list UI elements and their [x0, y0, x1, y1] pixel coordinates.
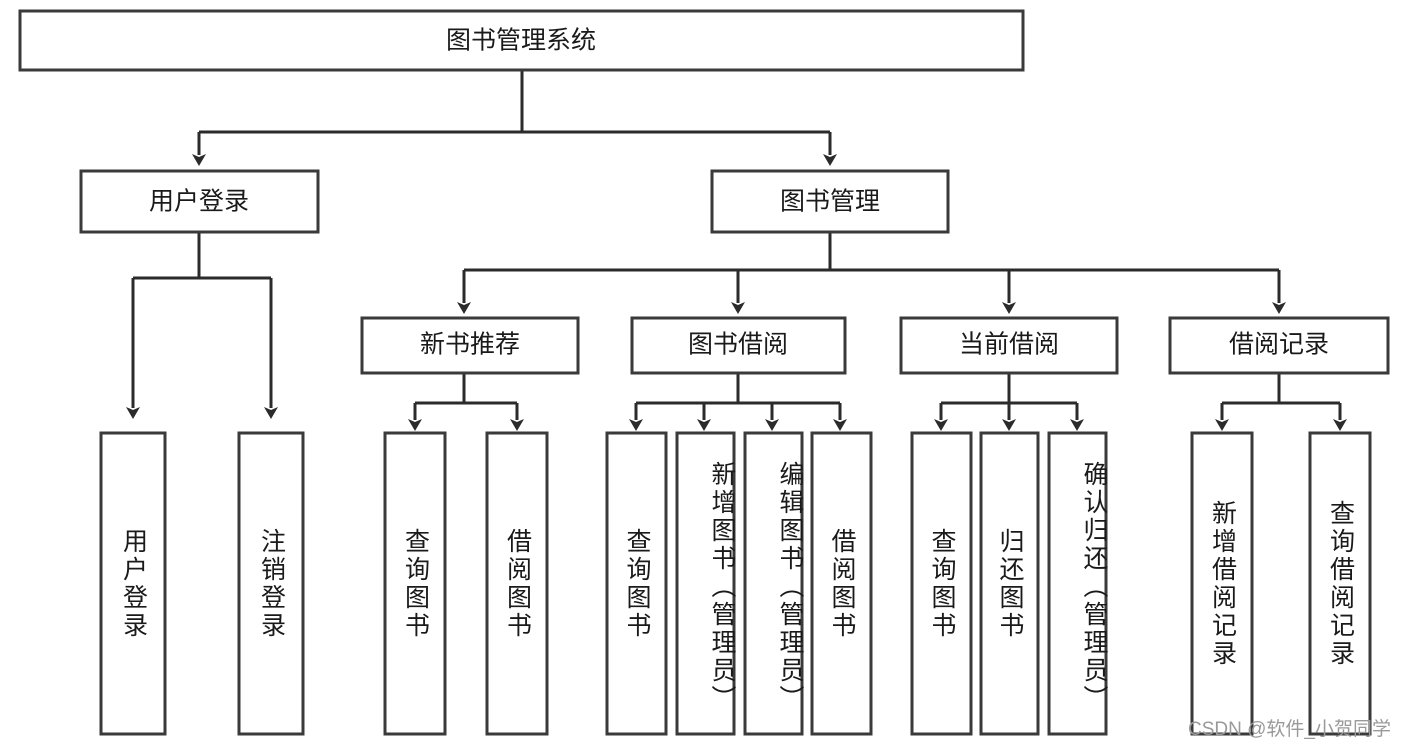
leaf-box-new-book-2[interactable]	[485, 431, 549, 736]
leaf-box-book-borrow-3[interactable]	[743, 431, 804, 736]
node-user-login[interactable]: 用户登录	[79, 169, 320, 234]
leaf-box-current-borrow-1[interactable]	[910, 431, 973, 736]
connectors-currentborrow-to-leaves	[934, 373, 1084, 431]
connectors-userlogin-to-leaves	[126, 232, 278, 419]
node-borrow-record-label: 借阅记录	[1229, 331, 1329, 359]
node-user-login-label: 用户登录	[149, 188, 249, 216]
leaf-box-user-login-2[interactable]	[237, 431, 305, 736]
node-borrow-record[interactable]: 借阅记录	[1168, 316, 1390, 375]
node-current-borrow[interactable]: 当前借阅	[899, 316, 1119, 375]
leaf-box-new-book-1[interactable]	[383, 431, 447, 736]
connectors-bookborrow-to-leaves	[629, 373, 847, 431]
leaf-box-current-borrow-2[interactable]	[979, 431, 1040, 736]
connectors-root-to-level2	[192, 70, 837, 166]
leaf-box-book-borrow-4[interactable]	[810, 431, 873, 736]
leaf-box-book-borrow-1[interactable]	[605, 431, 668, 736]
leaf-box-borrow-record-2[interactable]	[1308, 431, 1372, 736]
connectors-borrowrecord-to-leaves	[1215, 373, 1347, 431]
node-current-borrow-box[interactable]	[899, 316, 1119, 375]
node-root[interactable]: 图书管理系统	[18, 9, 1025, 72]
node-user-login-box[interactable]	[79, 169, 320, 234]
node-book-borrow-label: 图书借阅	[688, 331, 788, 359]
node-book-management-box[interactable]	[710, 169, 950, 234]
node-book-borrow[interactable]: 图书借阅	[630, 316, 847, 375]
leaf-box-borrow-record-1[interactable]	[1190, 431, 1254, 736]
node-new-book-recommend-box[interactable]	[360, 316, 580, 375]
node-borrow-record-box[interactable]	[1168, 316, 1390, 375]
node-root-label: 图书管理系统	[446, 27, 596, 55]
node-root-box[interactable]	[18, 9, 1025, 72]
node-new-book-recommend[interactable]: 新书推荐	[360, 316, 580, 375]
csdn-watermark: CSDN @软件_小贺同学	[1188, 719, 1391, 740]
node-book-management-label: 图书管理	[780, 188, 880, 216]
node-book-borrow-box[interactable]	[630, 316, 847, 375]
connectors-newbook-to-leaves	[408, 373, 524, 431]
node-book-management[interactable]: 图书管理	[710, 169, 950, 234]
leaf-box-book-borrow-2[interactable]	[675, 431, 736, 736]
node-current-borrow-label: 当前借阅	[959, 331, 1059, 359]
leaf-box-current-borrow-3[interactable]	[1047, 431, 1108, 736]
node-new-book-recommend-label: 新书推荐	[420, 331, 520, 359]
connectors-bookmgmt-to-level3	[457, 232, 1286, 314]
leaf-box-user-login-1[interactable]	[99, 431, 167, 736]
